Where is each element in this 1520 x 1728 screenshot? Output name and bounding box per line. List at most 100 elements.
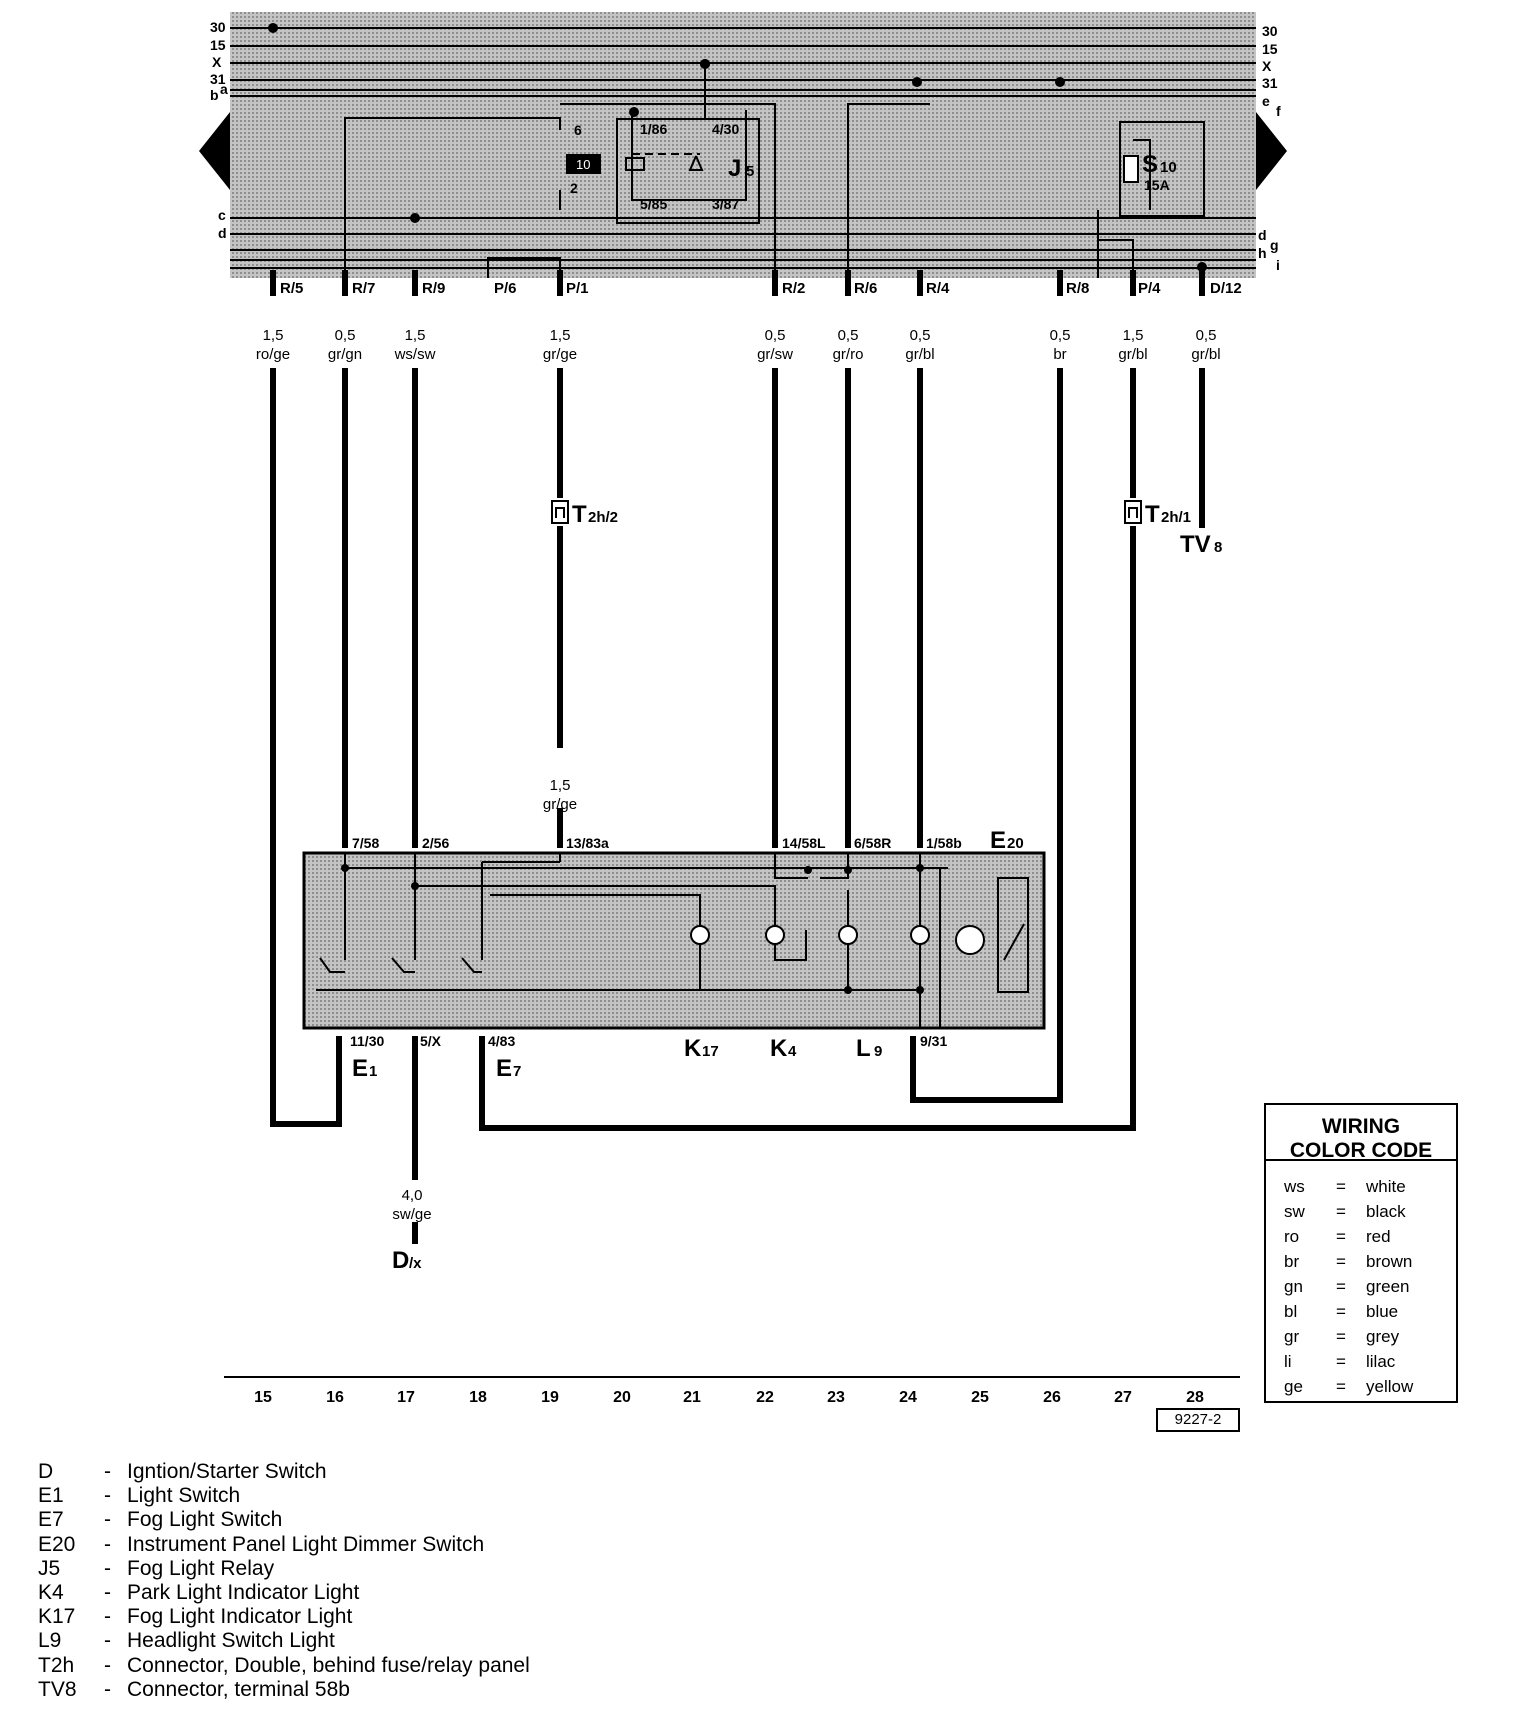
legend-eq: = (1336, 1227, 1346, 1246)
rail-right-f: f (1276, 103, 1281, 119)
legend-eq: = (1336, 1302, 1346, 1321)
rail-right-g: g (1270, 237, 1279, 253)
legend-eq: = (1336, 1327, 1346, 1346)
bottom-wire-color: sw/ge (392, 1206, 431, 1223)
key-code: K17 (38, 1605, 76, 1629)
legend-row: gn=green (1266, 1277, 1456, 1302)
legend-color-name: red (1366, 1227, 1391, 1246)
key-desc: Connector, terminal 58b (127, 1677, 350, 1701)
bottom-wire-size: 4,0 (402, 1187, 423, 1204)
rail-left-15: 15 (210, 37, 226, 53)
legend-color-name: brown (1366, 1252, 1413, 1271)
column-number: 18 (469, 1389, 487, 1406)
fuse-s10: S 10 15A (1119, 121, 1205, 217)
terminal-9-31: 9/31 (920, 1033, 947, 1049)
k4-lamp-icon (765, 925, 785, 945)
column-number: 23 (827, 1389, 845, 1406)
pin-p6: P/6 (494, 280, 517, 297)
terminal-14-58l: 14/58L (782, 835, 826, 851)
k-symbol-icon (955, 925, 985, 955)
wire-size: 0,5 (765, 327, 786, 344)
rail-right-x: X (1262, 58, 1272, 74)
key-row: K17-Fog Light Indicator Light (38, 1605, 738, 1629)
column-number: 21 (683, 1389, 701, 1406)
switch-panel-lamps (690, 925, 985, 955)
legend-color-name: black (1366, 1202, 1406, 1221)
relay-badge-text: 10 (576, 157, 590, 172)
l9-lamp-icon (838, 925, 858, 945)
rail-right-h: h (1258, 245, 1267, 261)
relay-badge (566, 154, 601, 174)
key-dash: - (104, 1677, 111, 1701)
pin-r7: R/7 (352, 280, 375, 297)
legend-eq: = (1336, 1352, 1346, 1371)
column-number: 28 (1186, 1389, 1204, 1406)
wire-color: gr/bl (1191, 346, 1220, 363)
legend-eq: = (1336, 1277, 1346, 1296)
bus-rails (230, 27, 1256, 269)
legend-color-name: green (1366, 1277, 1410, 1296)
rail-left-31: 31 (210, 71, 226, 87)
pin-r8: R/8 (1066, 280, 1089, 297)
t2h1-sub: 2h/1 (1161, 509, 1191, 526)
terminal-5-x: 5/X (420, 1033, 442, 1049)
l9-name: L (856, 1035, 871, 1062)
e7-sub: 7 (513, 1063, 521, 1080)
wire-size: 1,5 (550, 327, 571, 344)
rail-right-d: d (1258, 227, 1267, 243)
legend-abbr: gr (1284, 1327, 1300, 1346)
legend-abbr: br (1284, 1252, 1300, 1271)
wire-size: 0,5 (335, 327, 356, 344)
e20-sub: 20 (1007, 835, 1024, 852)
wire-size: 0,5 (1050, 327, 1071, 344)
tv8-sub: 8 (1214, 539, 1222, 556)
legend-eq: = (1336, 1252, 1346, 1271)
column-number: 24 (899, 1389, 917, 1406)
fuse-s10-rating: 15A (1144, 177, 1170, 193)
key-desc: Connector, Double, behind fuse/relay pan… (127, 1653, 530, 1677)
key-row: E7-Fog Light Switch (38, 1508, 738, 1532)
k17-lamp-icon (690, 925, 710, 945)
column-number: 27 (1114, 1389, 1132, 1406)
key-desc: Instrument Panel Light Dimmer Switch (127, 1532, 485, 1556)
key-desc: Park Light Indicator Light (127, 1580, 360, 1604)
legend-row: sw=black (1266, 1202, 1456, 1227)
legend-title-line1: WIRING (1321, 1115, 1401, 1138)
rail-left-c: c (218, 207, 226, 223)
key-code: D (38, 1460, 54, 1483)
pin-d12: D/12 (1210, 280, 1242, 297)
key-code: K4 (38, 1580, 64, 1604)
rail-left-30: 30 (210, 19, 226, 35)
wire-color: br (1053, 346, 1066, 363)
pin-r5: R/5 (280, 280, 303, 297)
pin-r4: R/4 (926, 280, 950, 297)
key-code: E20 (38, 1532, 76, 1556)
key-row: T2h-Connector, Double, behind fuse/relay… (38, 1654, 738, 1678)
key-dash: - (104, 1556, 111, 1580)
component-key: D-Igntion/Starter Switch E1-Light Switch… (38, 1460, 738, 1702)
wire-color: ro/ge (256, 346, 290, 363)
key-code: T2h (38, 1653, 75, 1677)
key-dash: - (104, 1508, 111, 1532)
legend-row: bl=blue (1266, 1302, 1456, 1327)
legend-eq: = (1336, 1377, 1346, 1396)
legend-abbr: bl (1284, 1302, 1298, 1321)
wire-color: gr/ge (543, 346, 577, 363)
connector-t2h-2: T 2h/2 (551, 500, 618, 528)
dx-name: D (392, 1247, 409, 1274)
key-desc: Igntion/Starter Switch (127, 1460, 327, 1483)
key-row: E20-Instrument Panel Light Dimmer Switch (38, 1533, 738, 1557)
pin-r6: R/6 (854, 280, 877, 297)
rail-right-i: i (1276, 257, 1280, 273)
t2h2-name: T (572, 501, 587, 528)
column-number: 25 (971, 1389, 989, 1406)
key-code: E1 (38, 1484, 64, 1508)
rail-left-d: d (218, 225, 227, 241)
terminal-1-58b: 1/58b (926, 835, 962, 851)
legend-eq: = (1336, 1177, 1346, 1196)
legend-row: gr=grey (1266, 1327, 1456, 1352)
mid-wire-size: 1,5 (550, 777, 571, 794)
legend-color-name: yellow (1366, 1377, 1414, 1396)
legend-eq: = (1336, 1202, 1346, 1221)
junction-dots (268, 23, 1207, 272)
